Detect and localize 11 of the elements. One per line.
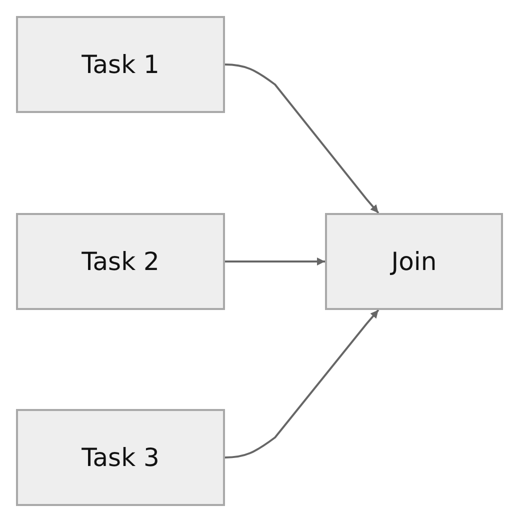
arrow (224, 64, 380, 214)
box-label: Join (391, 247, 437, 276)
arrow (225, 258, 325, 266)
process-box (16, 16, 225, 113)
box-label: Task 2 (82, 247, 160, 276)
process-box (16, 213, 225, 310)
arrow (224, 309, 380, 458)
process-box (325, 213, 503, 310)
process-box (16, 409, 225, 506)
box-label: Task 3 (82, 443, 160, 472)
box-label: Task 1 (82, 50, 160, 79)
